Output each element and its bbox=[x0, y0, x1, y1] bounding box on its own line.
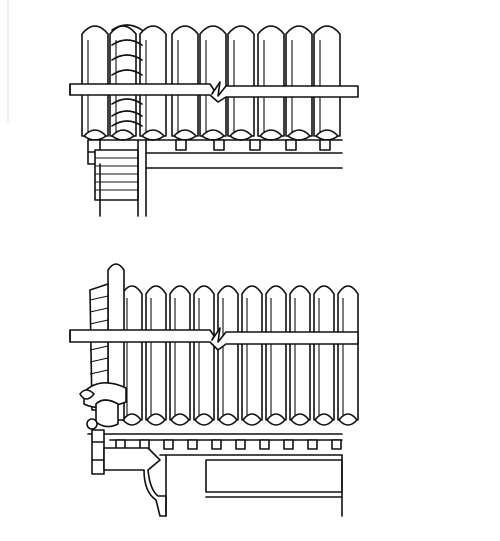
tile bbox=[81, 25, 109, 137]
tile-end-cap bbox=[266, 413, 286, 426]
tile-end-cap bbox=[290, 413, 310, 426]
tile bbox=[257, 25, 285, 137]
tile bbox=[313, 285, 335, 421]
tile bbox=[199, 25, 227, 137]
lower-bracket-row bbox=[115, 439, 342, 450]
lower-eave bbox=[87, 433, 343, 456]
lower-wall-window bbox=[165, 454, 343, 517]
bracket-block bbox=[175, 139, 187, 151]
tile bbox=[241, 285, 263, 421]
tile bbox=[109, 25, 137, 137]
tile bbox=[171, 25, 199, 137]
tile bbox=[139, 25, 167, 137]
tile bbox=[145, 285, 167, 421]
tile bbox=[289, 285, 311, 421]
tile-end-cap bbox=[218, 413, 238, 426]
bracket-block bbox=[283, 439, 294, 450]
tile bbox=[193, 285, 215, 421]
bracket-block bbox=[163, 439, 174, 450]
tile-end-cap bbox=[242, 413, 262, 426]
tile bbox=[337, 285, 359, 421]
tile bbox=[169, 285, 191, 421]
tile bbox=[285, 25, 313, 137]
tile bbox=[227, 25, 255, 137]
tile bbox=[217, 285, 239, 421]
upper-break-band bbox=[69, 81, 359, 103]
tile-end-cap bbox=[194, 413, 214, 426]
bracket-block bbox=[307, 439, 318, 450]
upper-gable-tile-stack bbox=[111, 24, 143, 127]
upper-bracket-row bbox=[175, 139, 331, 151]
upper-wall-steps bbox=[87, 139, 147, 217]
bracket-block bbox=[285, 139, 297, 151]
bracket-block bbox=[319, 139, 331, 151]
upper-roof-elevation bbox=[69, 24, 359, 217]
bracket-block bbox=[259, 439, 270, 450]
upper-tile-row bbox=[81, 25, 341, 141]
tile-end-cap bbox=[338, 413, 358, 426]
bracket-block bbox=[235, 439, 246, 450]
bracket-block bbox=[213, 139, 225, 151]
lower-gable-stack bbox=[79, 283, 127, 428]
lower-break-band bbox=[69, 327, 359, 351]
tile-end-cap bbox=[170, 413, 190, 426]
bracket-block bbox=[331, 439, 342, 450]
lower-roof-elevation bbox=[69, 263, 359, 517]
tile bbox=[313, 25, 341, 137]
bracket-block bbox=[187, 439, 198, 450]
tile-end-cap bbox=[146, 413, 166, 426]
bracket-block bbox=[211, 439, 222, 450]
lower-tile-row bbox=[121, 285, 359, 426]
tile-end-cap bbox=[314, 413, 334, 426]
upper-eave bbox=[87, 139, 343, 169]
bracket-block bbox=[249, 139, 261, 151]
tile-end-cap bbox=[122, 413, 142, 426]
tile bbox=[265, 285, 287, 421]
